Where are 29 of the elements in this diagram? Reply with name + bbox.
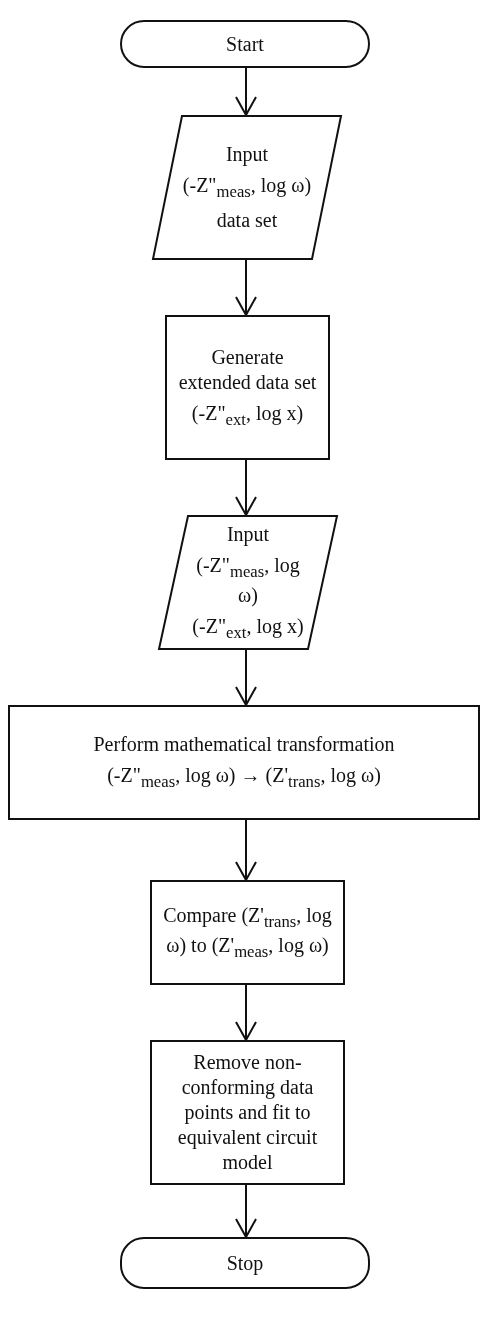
node-text: Input — [226, 521, 270, 547]
arrow — [235, 649, 257, 706]
process-box — [150, 1040, 345, 1185]
node-text: (-Z"$_{meas}$, log ω) — [195, 552, 301, 608]
input-parallelogram — [152, 115, 342, 260]
node-text: Stop — [226, 1250, 264, 1276]
arrow — [235, 819, 257, 881]
arrow — [235, 67, 257, 116]
node-text: Remove non-conforming data points and fit to equivalent circuit model — [176, 1050, 319, 1175]
node-text: (-Z"$_{ext}$, log x) — [192, 613, 304, 644]
process-box — [165, 315, 330, 460]
terminal-shape — [120, 20, 370, 68]
node-text: (-Z"$_{meas}$, log ω) → (Z'$_{trans}$, log ω) — [107, 763, 381, 793]
node-text: (-Z"$_{meas}$, log ω) — [182, 172, 312, 203]
terminal-shape — [120, 1237, 370, 1289]
node-text: (-Z"$_{ext}$, log x) — [191, 400, 304, 431]
node-text: data set — [216, 208, 278, 234]
arrow — [235, 259, 257, 316]
node-text: Start — [226, 31, 264, 57]
arrow — [235, 1184, 257, 1238]
arrow — [235, 459, 257, 516]
arrow — [235, 984, 257, 1041]
input-parallelogram — [158, 515, 338, 650]
process-box — [150, 880, 345, 985]
node-text: Generate extended data set — [177, 344, 318, 395]
node-text: Compare (Z'$_{trans}$, log ω) to (Z'$_{meas}$, log ω) — [162, 902, 333, 963]
node-text: Perform mathematical transformation — [93, 732, 395, 758]
node-text: Input — [225, 141, 269, 167]
process-box — [8, 705, 480, 820]
